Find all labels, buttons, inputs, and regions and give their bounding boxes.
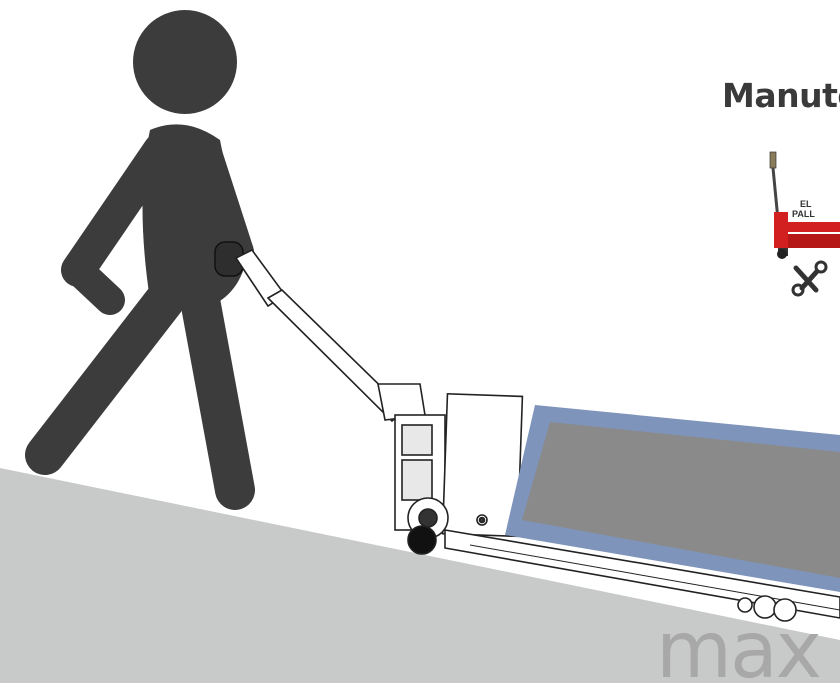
thumbnail-label-line1: EL <box>800 199 812 209</box>
electric-pallet-truck-icon <box>769 151 840 259</box>
pallet-truck-body <box>394 392 840 622</box>
pallet-truck-handle <box>234 248 426 423</box>
pallet-load <box>505 405 840 592</box>
page-title: Manute <box>722 76 840 115</box>
brand-watermark: max <box>656 606 822 696</box>
product-thumbnail: EL PALL <box>752 150 840 300</box>
tools-icon <box>791 260 828 297</box>
thumbnail-label-line2: PALL <box>792 209 815 219</box>
inclined-ground <box>0 468 840 683</box>
